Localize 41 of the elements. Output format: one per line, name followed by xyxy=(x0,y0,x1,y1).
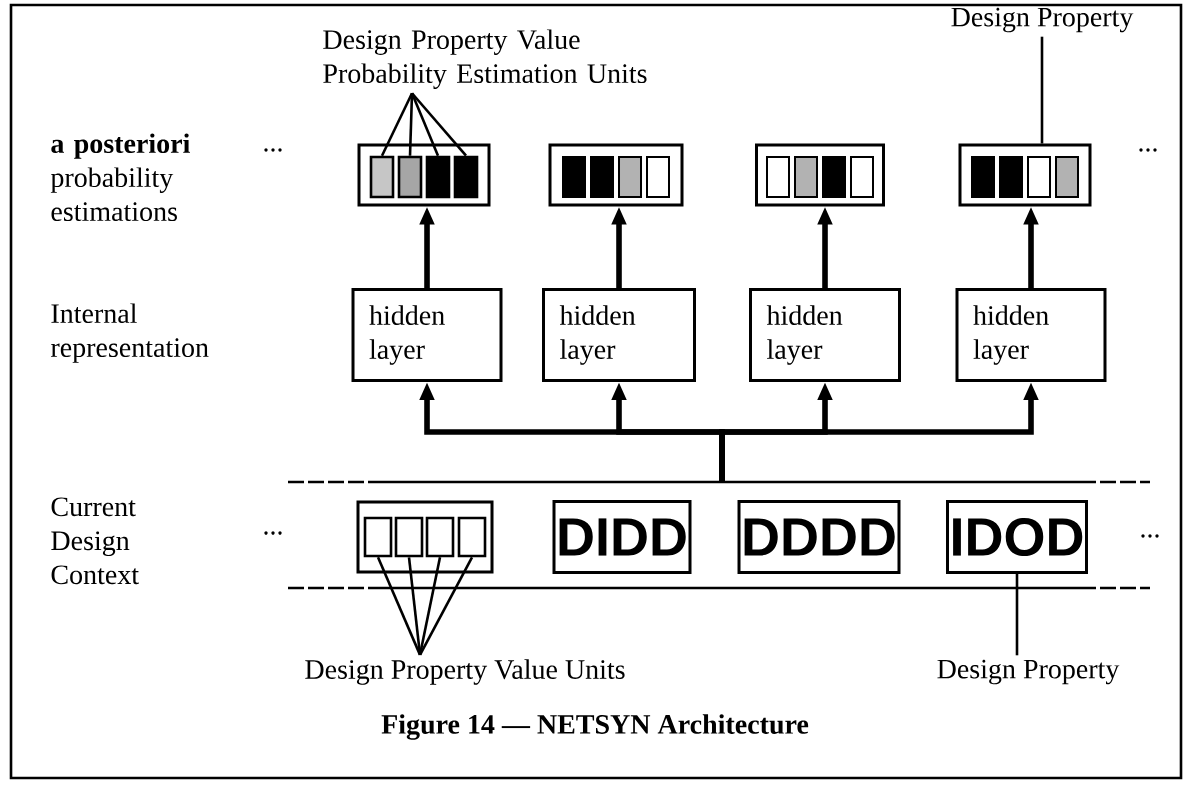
unit-square xyxy=(425,155,451,199)
annotation-text: Design Property xyxy=(937,659,1120,685)
leader-line xyxy=(410,92,440,157)
leader-line xyxy=(376,556,422,656)
row-label: Internal representation xyxy=(50,303,209,363)
hidden-layer-box: hidden layer xyxy=(749,288,901,382)
unit-group-box xyxy=(357,143,491,207)
leader-line xyxy=(1015,574,1019,656)
unit-group-box xyxy=(548,143,684,207)
figure-caption: Figure 14 — NETSYN Architecture xyxy=(381,714,809,740)
ellipsis: ... xyxy=(1141,534,1159,538)
unit-group-box xyxy=(958,143,1092,207)
leader-line xyxy=(407,557,422,655)
hidden-layer-box: hidden layer xyxy=(542,288,696,382)
unit-square xyxy=(453,155,479,199)
leader-line xyxy=(408,93,414,156)
ellipsis: ... xyxy=(1139,148,1157,152)
leader-line xyxy=(418,556,474,656)
leader-line xyxy=(1040,36,1044,144)
hidden-layer-box: hidden layer xyxy=(955,288,1107,382)
unit-square xyxy=(369,155,395,199)
unit-square xyxy=(457,516,487,558)
annotation-text: Design Property xyxy=(951,7,1134,33)
leader-line xyxy=(418,557,442,656)
unit-square xyxy=(397,155,423,199)
unit-square xyxy=(394,516,424,558)
unit-square xyxy=(363,516,393,558)
code-box: IDOD xyxy=(946,500,1088,574)
hidden-layer-box: hidden layer xyxy=(351,288,503,382)
annotation-text: Design Property Value Units xyxy=(305,659,625,685)
ellipsis: ... xyxy=(264,531,282,535)
unit-group-box xyxy=(356,500,494,574)
row-label: Current Design Context xyxy=(51,497,139,585)
code-box: DDDD xyxy=(737,500,901,574)
code-box: DIDD xyxy=(552,500,692,574)
unit-square xyxy=(425,516,455,558)
ellipsis: ... xyxy=(264,148,282,152)
unit-group-box xyxy=(755,143,885,207)
row-label: a posteriori probability estimations xyxy=(50,133,190,222)
leader-line xyxy=(380,92,414,157)
annotation-text: Design Property Value Probability Estimation Units xyxy=(323,29,647,89)
